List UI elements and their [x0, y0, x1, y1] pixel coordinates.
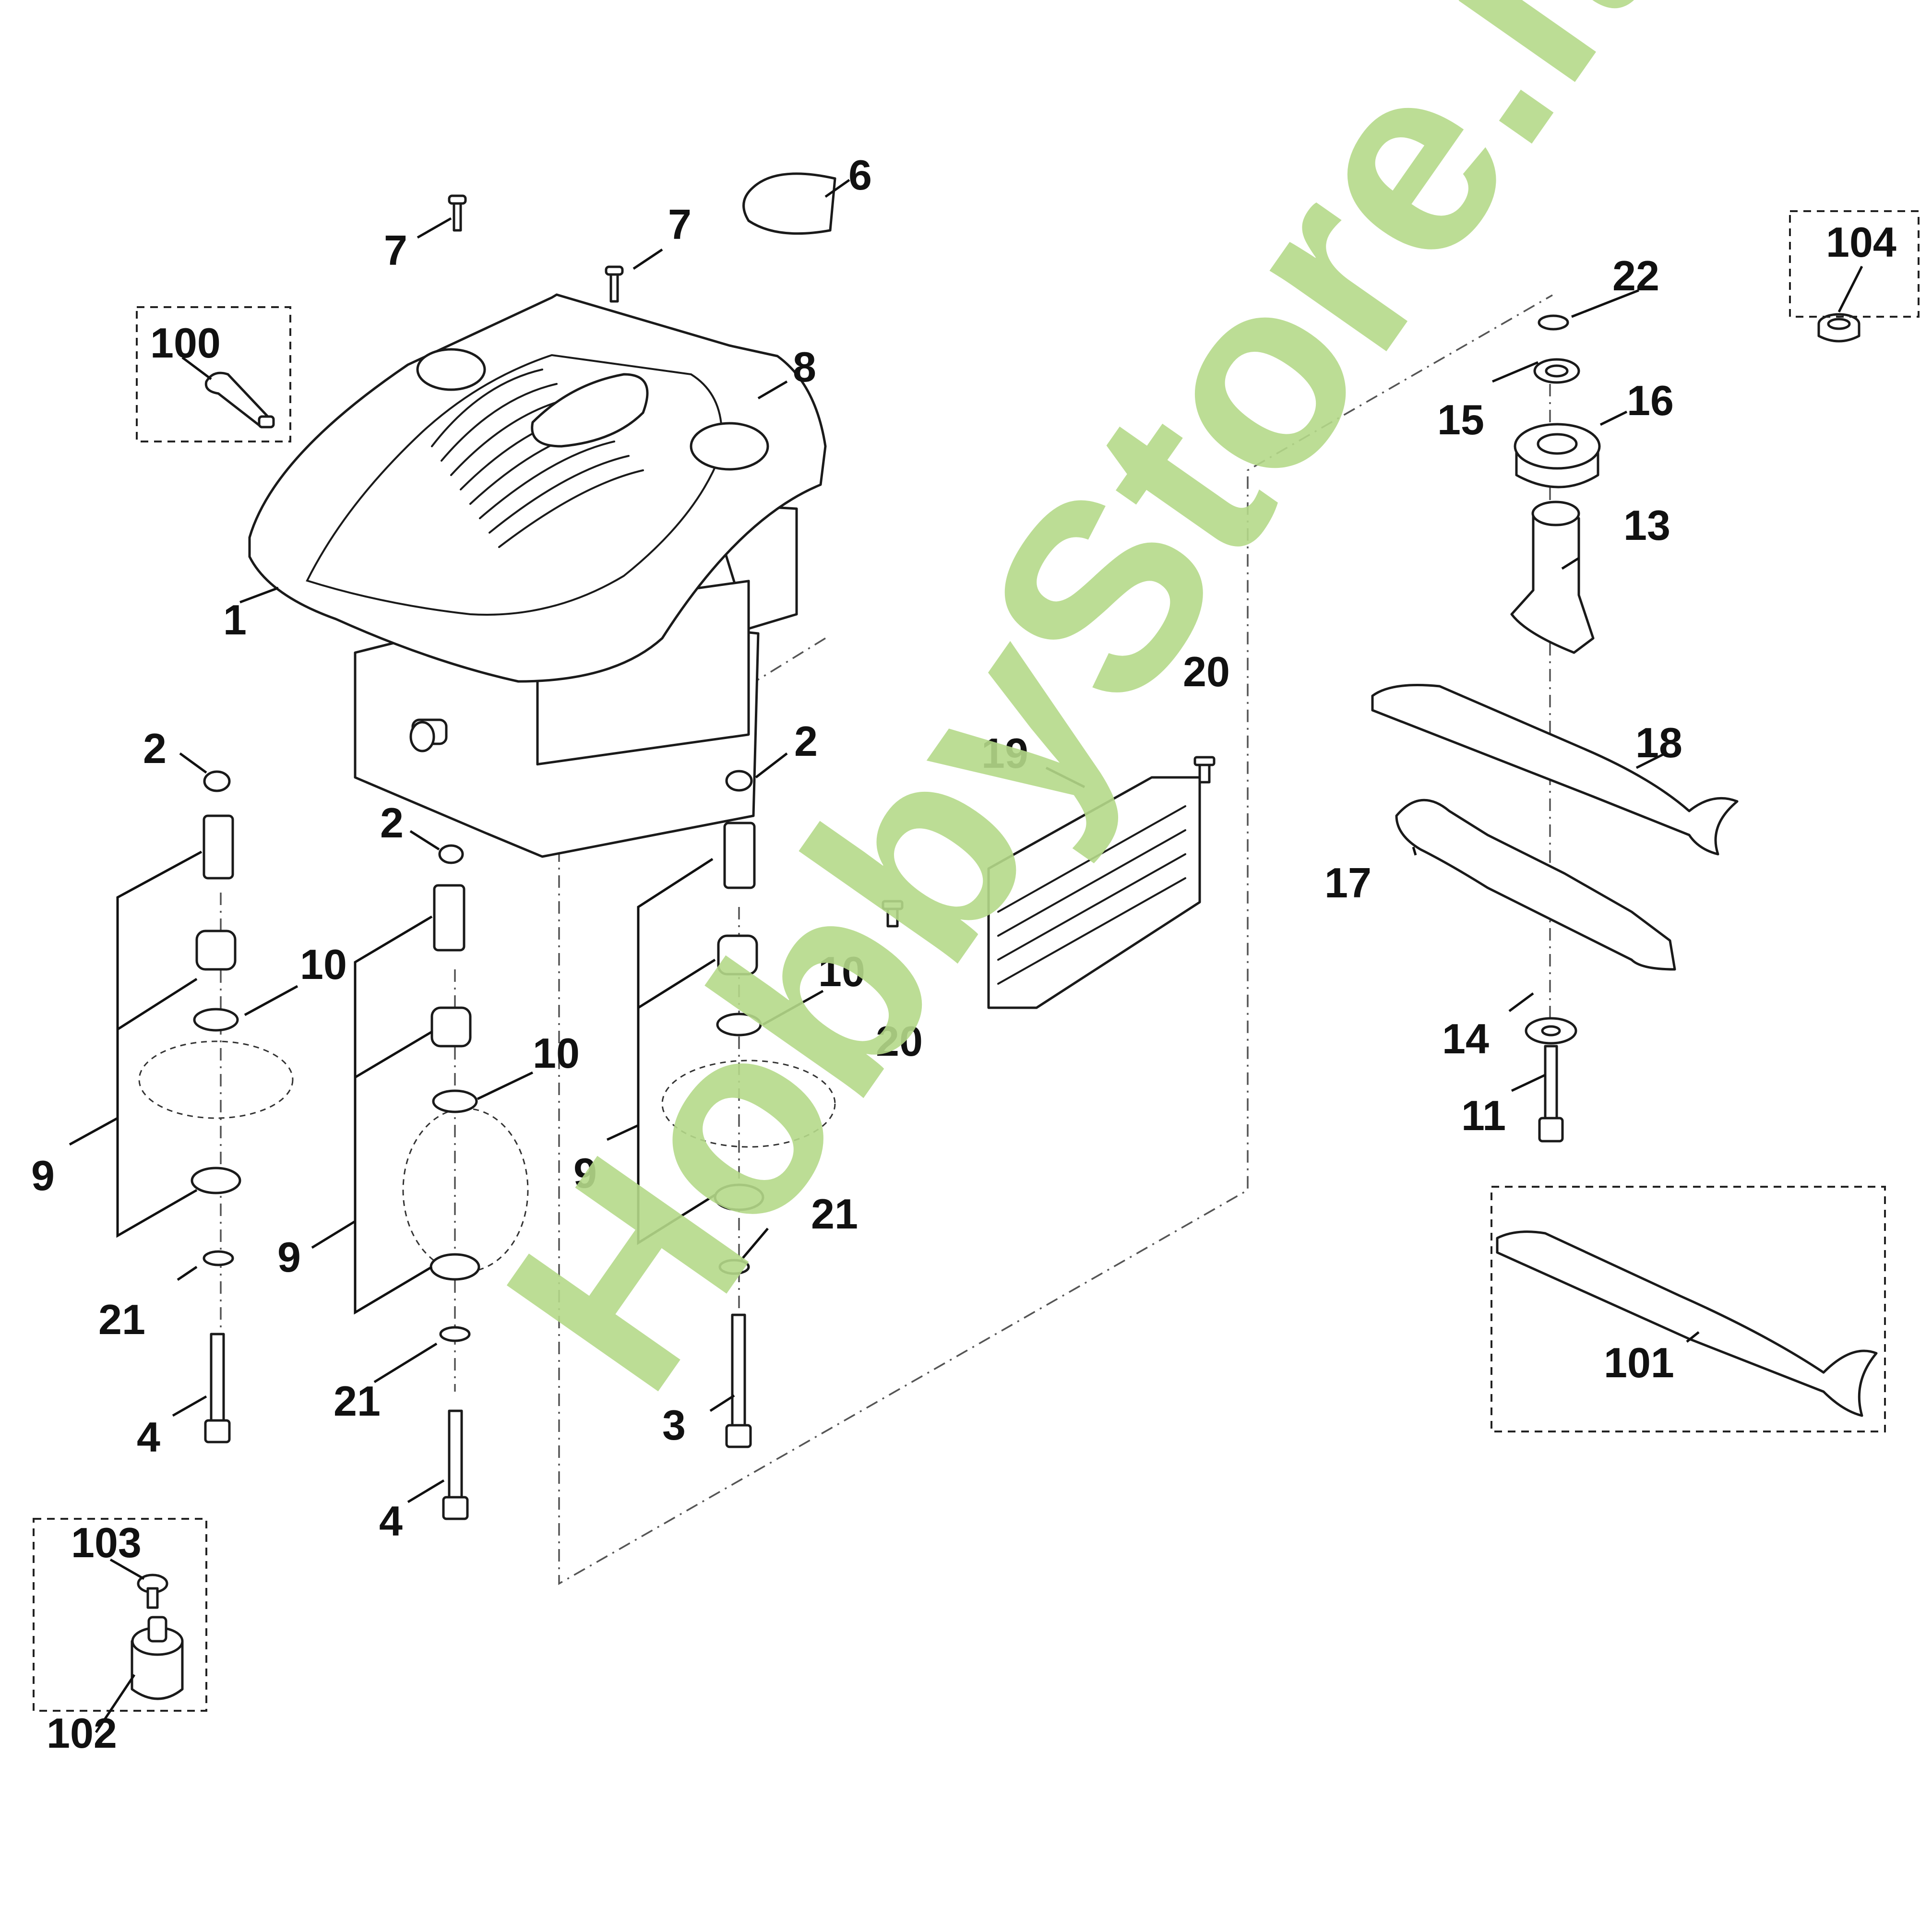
callout-7: 7	[384, 227, 407, 274]
callout-20: 20	[876, 1017, 923, 1065]
part-102-counterweight[interactable]	[131, 1616, 184, 1700]
callout-100: 100	[150, 319, 221, 367]
callout-19: 19	[981, 729, 1028, 777]
option-box-102-103	[33, 1518, 207, 1712]
part-104-bushing[interactable]	[1817, 313, 1860, 343]
callout-6: 6	[848, 151, 872, 199]
part-19-deflector[interactable]	[987, 776, 1201, 1009]
callout-21: 21	[334, 1377, 381, 1425]
part-100-spark-plug-cap[interactable]	[204, 371, 275, 429]
part-4-bolt-middle[interactable]	[442, 1409, 469, 1520]
part-22-circlip[interactable]	[1538, 314, 1569, 331]
part-1-engine[interactable]	[248, 293, 827, 858]
callout-2: 2	[143, 725, 167, 772]
callout-21: 21	[811, 1190, 858, 1238]
option-box-100	[136, 306, 291, 442]
part-9-stack-middle[interactable]	[402, 884, 529, 1281]
part-2-nut-right[interactable]	[725, 770, 753, 792]
part-14-spring-washer[interactable]	[1525, 1017, 1577, 1045]
callout-9: 9	[31, 1152, 55, 1199]
callout-2: 2	[380, 799, 404, 847]
callout-9: 9	[277, 1233, 301, 1281]
part-101-blade[interactable]	[1496, 1230, 1878, 1417]
callout-17: 17	[1324, 859, 1371, 906]
callout-101: 101	[1604, 1339, 1674, 1386]
callout-10: 10	[300, 941, 347, 988]
callout-labels: 1 2 2 2 3 4 4 6 7 7 8 9 9 9 10 10 10 11 …	[31, 151, 1896, 1757]
part-20-screw-a[interactable]	[1193, 756, 1216, 784]
part-2-nut-left[interactable]	[203, 770, 231, 792]
callout-16: 16	[1627, 377, 1674, 424]
callout-4: 4	[137, 1413, 160, 1461]
part-103-screw[interactable]	[137, 1574, 168, 1609]
part-2-nut-middle[interactable]	[438, 844, 464, 864]
callout-10: 10	[818, 948, 865, 995]
callout-7: 7	[668, 201, 692, 248]
callout-22: 22	[1612, 252, 1659, 299]
part-4-bolt-left[interactable]	[204, 1333, 231, 1443]
option-box-101	[1491, 1186, 1886, 1432]
callout-15: 15	[1437, 396, 1484, 443]
callout-1: 1	[223, 596, 247, 644]
option-box-104	[1789, 210, 1920, 318]
callout-18: 18	[1635, 719, 1682, 766]
callout-104: 104	[1826, 218, 1896, 266]
part-10-washer-middle[interactable]	[432, 1089, 478, 1113]
part-3-bolt[interactable]	[725, 1313, 752, 1448]
part-16-blade-holder[interactable]	[1514, 423, 1601, 489]
callout-3: 3	[662, 1401, 686, 1449]
bracket-9-right	[637, 858, 716, 1245]
part-10-washer-right[interactable]	[716, 1013, 762, 1037]
callout-14: 14	[1442, 1015, 1489, 1062]
callout-11: 11	[1461, 1092, 1506, 1139]
part-18-blade[interactable]	[1371, 684, 1739, 856]
part-9-stack-left[interactable]	[138, 814, 294, 1194]
part-7-screw-b[interactable]	[605, 265, 624, 303]
part-21-washer-left[interactable]	[203, 1250, 234, 1266]
callout-9: 9	[573, 1149, 597, 1197]
callout-2: 2	[794, 717, 818, 765]
part-7-screw-a[interactable]	[448, 194, 467, 232]
part-6-cap[interactable]	[742, 172, 836, 235]
part-20-screw-b[interactable]	[882, 900, 904, 928]
callout-8: 8	[793, 343, 816, 391]
callout-4: 4	[379, 1497, 403, 1545]
callout-10: 10	[533, 1029, 580, 1077]
part-13-hub-adapter[interactable]	[1510, 501, 1595, 654]
part-17-blade[interactable]	[1395, 799, 1676, 971]
callout-20: 20	[1183, 648, 1230, 695]
bracket-9-left	[116, 850, 203, 1238]
part-15-bearing[interactable]	[1533, 358, 1580, 384]
callout-21: 21	[98, 1296, 145, 1343]
part-21-washer-right[interactable]	[718, 1259, 750, 1275]
callout-13: 13	[1623, 501, 1670, 549]
part-10-washer-left[interactable]	[193, 1008, 239, 1032]
bracket-9-middle	[354, 915, 433, 1315]
leader-lines	[69, 179, 1863, 1733]
callout-102: 102	[47, 1709, 117, 1757]
part-21-washer-middle[interactable]	[439, 1326, 471, 1342]
part-9-stack-right[interactable]	[661, 822, 836, 1211]
callout-103: 103	[71, 1519, 142, 1566]
part-11-blade-bolt[interactable]	[1538, 1045, 1564, 1143]
